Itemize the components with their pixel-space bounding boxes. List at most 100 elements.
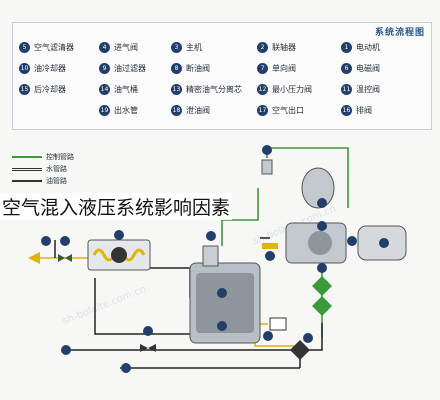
legend-label: 电动机 xyxy=(356,42,380,52)
legend-item: 2 联轴器 xyxy=(257,40,296,54)
legend-label: 排阀 xyxy=(356,105,372,115)
legend-label: 电磁阀 xyxy=(356,63,380,73)
legend-number: 3 xyxy=(171,41,182,53)
legend-number: 16 xyxy=(341,104,352,116)
ball-valve xyxy=(58,254,72,262)
temp-control-valve xyxy=(269,317,287,331)
legend-title: 系统流程图 xyxy=(374,28,425,38)
fan-icon xyxy=(111,247,127,263)
legend-item: 5 空气滤清器 xyxy=(19,40,74,54)
callout-2 xyxy=(347,236,357,246)
legend-label: 泄油阀 xyxy=(186,105,210,115)
callout-17 xyxy=(41,236,51,246)
legend-item: 11 温控阀 xyxy=(341,82,380,96)
callout-16 xyxy=(60,236,70,246)
legend-number: 9 xyxy=(99,62,110,74)
flow-schematic xyxy=(28,145,407,373)
legend-label: 最小压力阀 xyxy=(272,84,312,94)
legend-label: 空气滤清器 xyxy=(34,42,74,52)
legend-item: 9 油过滤器 xyxy=(99,61,146,75)
legend-label: 油冷却器 xyxy=(34,63,66,73)
legend-number: 7 xyxy=(257,62,268,74)
callout-10 xyxy=(303,333,313,343)
compressor-head xyxy=(301,167,335,209)
legend-item: 13 精密油气分离芯 xyxy=(171,82,242,96)
legend-item: 19 出水管 xyxy=(99,103,138,117)
legend-item: 3 主机 xyxy=(171,40,202,54)
line-legend-label: 油管路 xyxy=(46,177,67,185)
legend-number: 19 xyxy=(99,104,110,116)
line-legend-control: 控制管路 xyxy=(12,152,74,162)
oil-filter xyxy=(312,276,332,296)
legend-number: 17 xyxy=(257,104,268,116)
legend-label: 断油阀 xyxy=(186,63,210,73)
callout-19b xyxy=(121,363,131,373)
drain-ball-valve xyxy=(140,344,156,352)
compressor-rotor xyxy=(308,231,332,255)
line-legend-water: 水管路 xyxy=(12,164,67,174)
legend-number: 5 xyxy=(19,41,30,53)
air-outlet-arrow xyxy=(28,252,40,264)
callout-6 xyxy=(262,145,272,155)
callout-11 xyxy=(263,331,273,341)
legend-item: 1 电动机 xyxy=(341,40,380,54)
line-swatch xyxy=(12,180,42,182)
legend-box: 系统流程图 1 电动机 6 电磁阀 11 温控阀 16 排阀 2 联轴器 7 单向阀 12 最… xyxy=(12,22,432,130)
legend-item: 18 泄油阀 xyxy=(171,103,210,117)
tank-inner xyxy=(196,273,254,333)
line-swatch xyxy=(12,167,42,171)
legend-label: 精密油气分离芯 xyxy=(186,84,242,94)
callout-14 xyxy=(217,321,227,331)
oil-cooler xyxy=(312,296,332,316)
legend-item: 17 空气出口 xyxy=(257,103,304,117)
legend-number: 4 xyxy=(99,41,110,53)
callout-3 xyxy=(317,221,327,231)
callout-12 xyxy=(206,231,216,241)
legend-item: 8 断油阀 xyxy=(171,61,210,75)
callout-5 xyxy=(317,198,327,208)
legend-item: 12 最小压力阀 xyxy=(257,82,312,96)
legend-number: 11 xyxy=(341,83,352,95)
legend-number: 12 xyxy=(257,83,268,95)
legend-item: 15 后冷却器 xyxy=(19,82,66,96)
line-legend-label: 控制管路 xyxy=(46,153,74,161)
callout-8 xyxy=(317,263,327,273)
callout-1 xyxy=(379,238,389,248)
line-swatch xyxy=(12,156,42,158)
callout-18 xyxy=(143,326,153,336)
legend-label: 后冷却器 xyxy=(34,84,66,94)
legend-item: 6 电磁阀 xyxy=(341,61,380,75)
line-legend-oil: 油管路 xyxy=(12,176,67,186)
legend-number: 8 xyxy=(171,62,182,74)
legend-label: 单向阀 xyxy=(272,63,296,73)
legend-number: 1 xyxy=(341,41,352,53)
legend-label: 空气出口 xyxy=(272,105,304,115)
legend-label: 温控阀 xyxy=(356,84,380,94)
min-pressure-valve xyxy=(202,245,219,267)
legend-item: 16 排阀 xyxy=(341,103,372,117)
check-valve xyxy=(262,243,278,249)
legend-number: 2 xyxy=(257,41,268,53)
legend-item: 10 油冷却器 xyxy=(19,61,66,75)
legend-number: 15 xyxy=(19,83,30,95)
legend-number: 18 xyxy=(171,104,182,116)
legend-label: 出水管 xyxy=(114,105,138,115)
solenoid-valve xyxy=(261,159,273,175)
callout-19 xyxy=(61,345,71,355)
legend-label: 联轴器 xyxy=(272,42,296,52)
callout-7 xyxy=(265,251,275,261)
legend-number: 6 xyxy=(341,62,352,74)
legend-number: 13 xyxy=(171,83,182,95)
legend-label: 进气阀 xyxy=(114,42,138,52)
legend-label: 油过滤器 xyxy=(114,63,146,73)
legend-number: 10 xyxy=(19,62,30,74)
overlay-title: 空气混入液压系统影响因素 xyxy=(0,193,233,220)
legend-item: 7 单向阀 xyxy=(257,61,296,75)
oil-lines xyxy=(38,257,300,347)
legend-number: 14 xyxy=(99,83,110,95)
legend-label: 主机 xyxy=(186,42,202,52)
drain-valve xyxy=(290,340,310,360)
callout-15 xyxy=(114,230,124,240)
